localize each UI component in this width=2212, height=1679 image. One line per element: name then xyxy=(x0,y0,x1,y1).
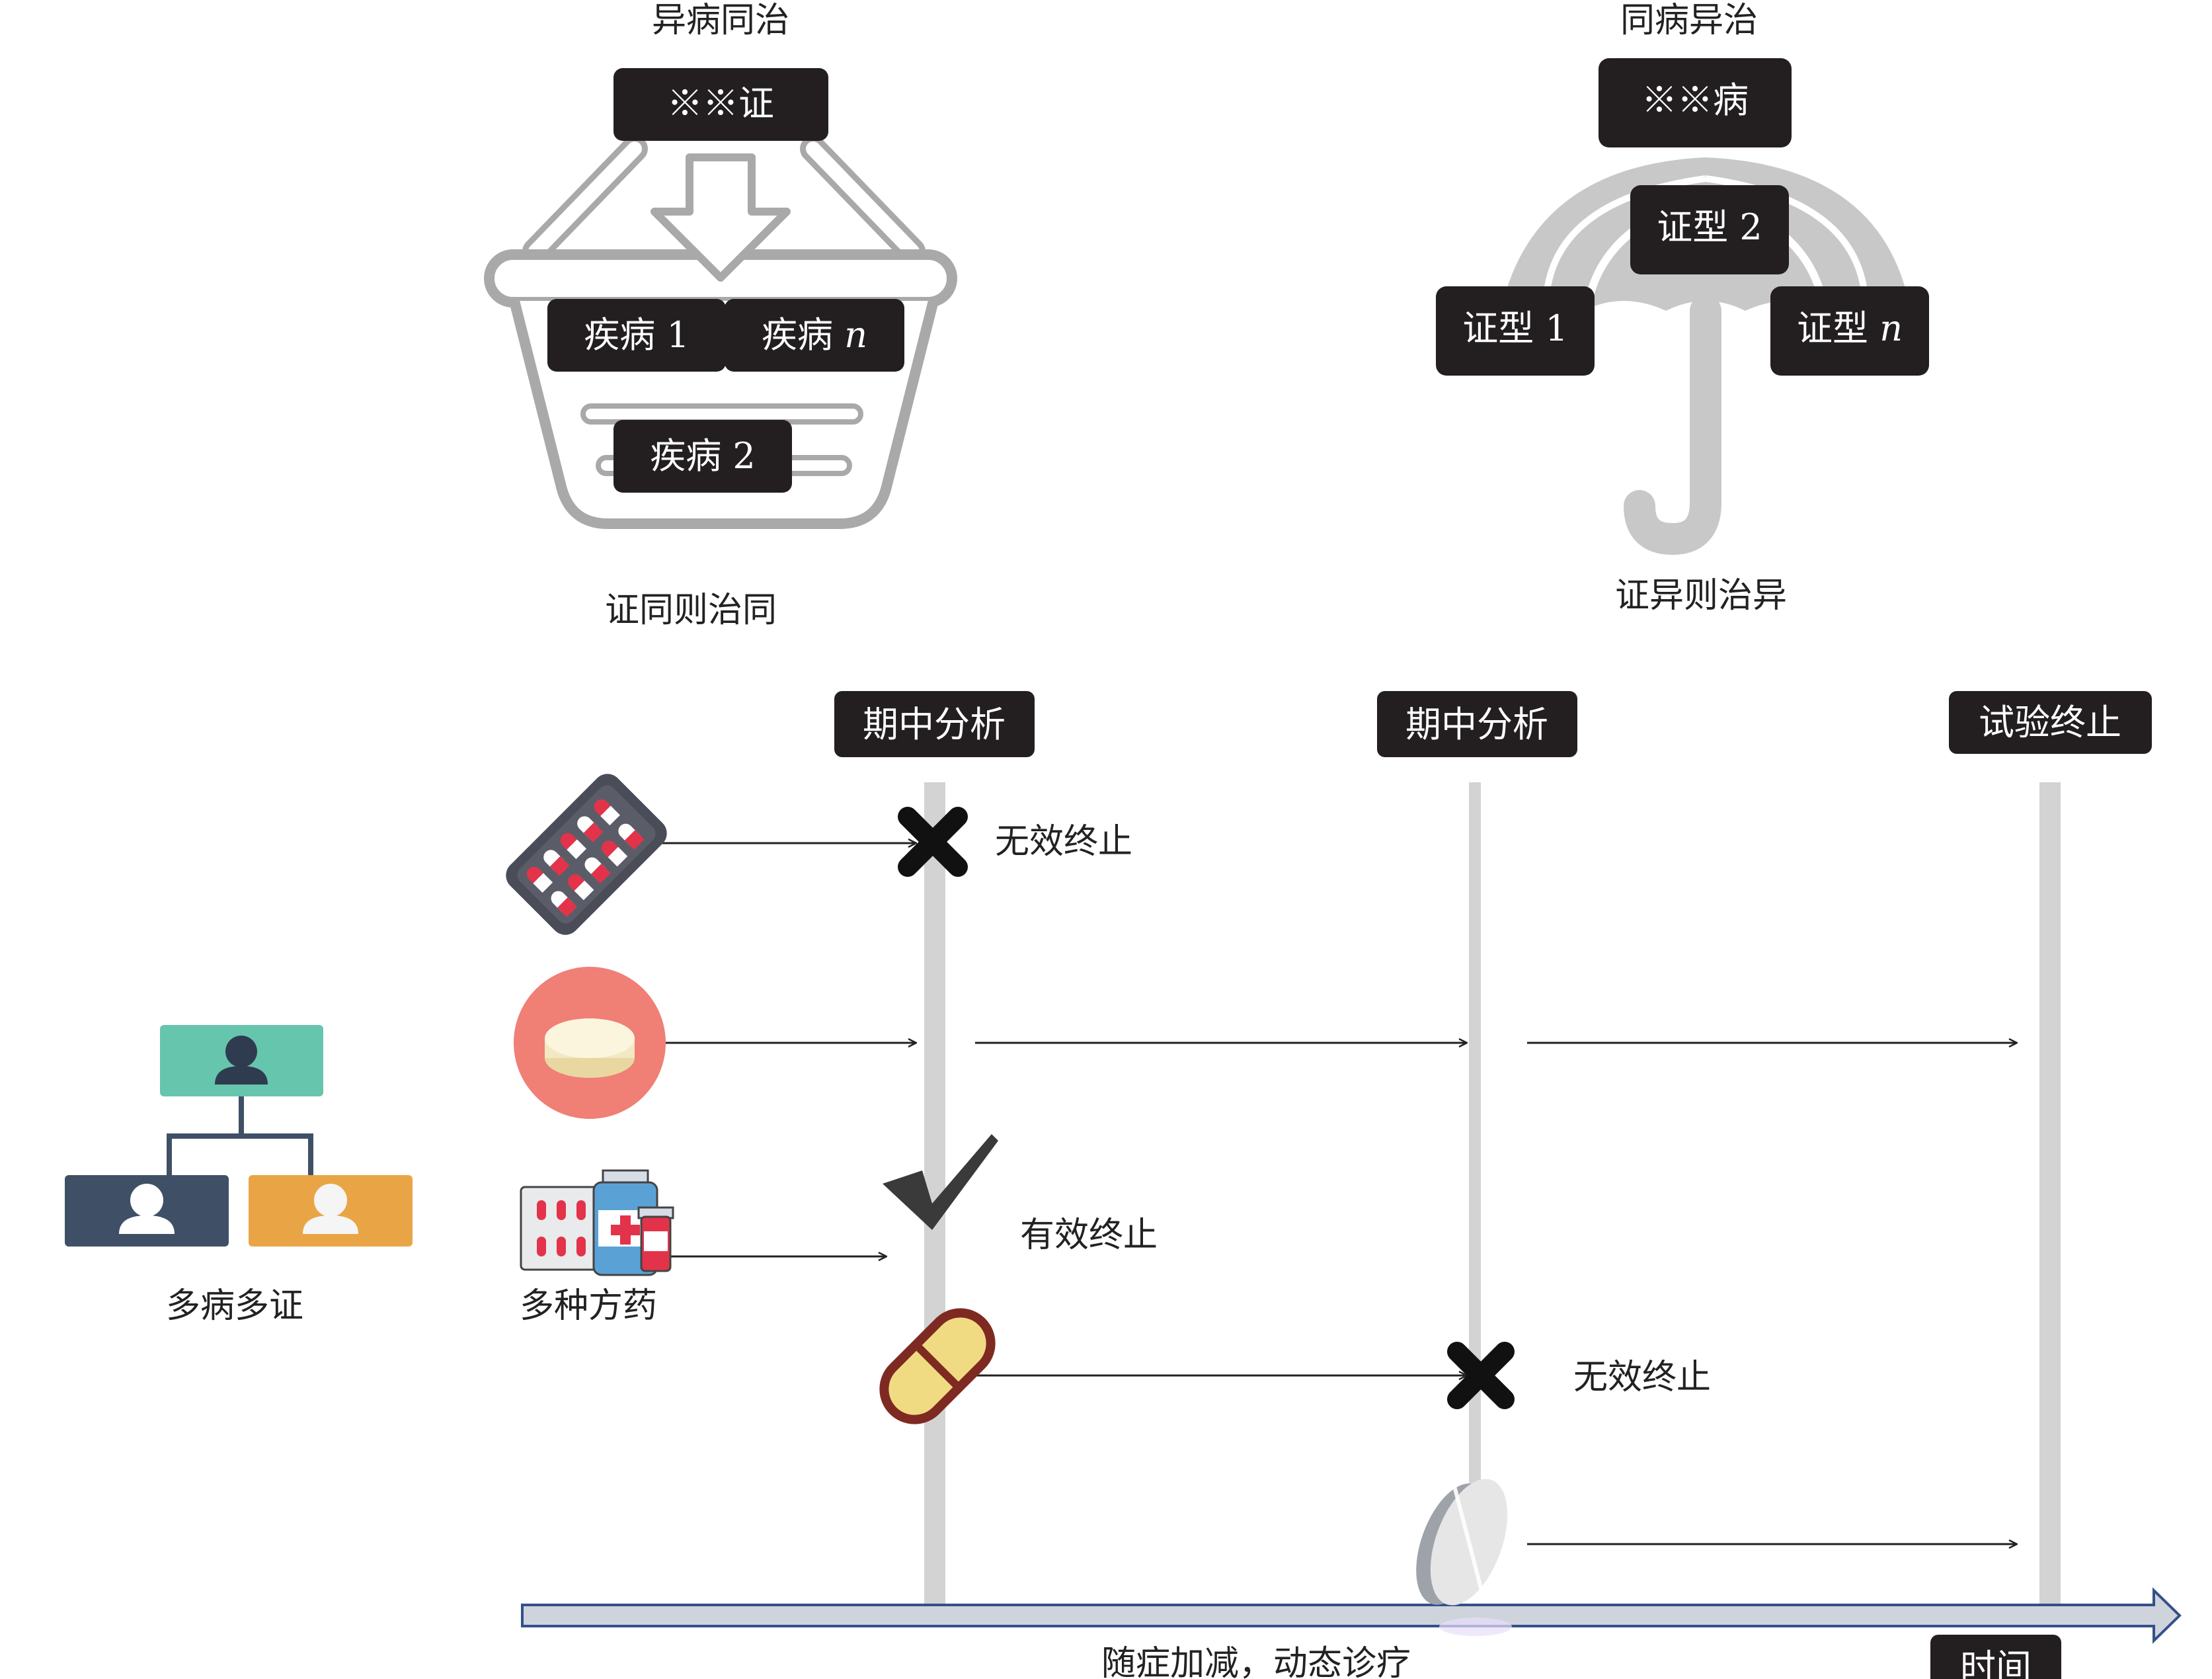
disease-label: ※※病 xyxy=(1641,79,1749,121)
down-arrow-icon xyxy=(651,153,791,282)
svg-text:证型 n: 证型 n xyxy=(1797,307,1903,349)
trial-end-label: 试验终止 xyxy=(1979,702,2121,743)
disease-1-label: 疾病 1 xyxy=(584,314,690,356)
trial-end-line xyxy=(2039,782,2061,1604)
disease-n-italic: n xyxy=(844,314,867,356)
disease-1-box: 疾病 1 xyxy=(547,299,726,372)
disease-2-box: 疾病 2 xyxy=(613,420,792,493)
type-1-label: 证型 1 xyxy=(1462,307,1568,349)
time-label: 时间 xyxy=(1960,1647,2032,1679)
caption-right: 证异则治异 xyxy=(1615,576,1787,616)
syndrome-box: ※※证 xyxy=(613,68,828,141)
svg-text:疾病 n: 疾病 n xyxy=(762,314,867,356)
disease-box: ※※病 xyxy=(1599,58,1792,147)
time-axis xyxy=(521,1587,2182,1644)
same-syndrome-panel: 异病同治 ※※证 疾病 1 xyxy=(484,1,957,630)
interim-2-label: 期中分析 xyxy=(1405,704,1548,745)
interim-1-box: 期中分析 xyxy=(834,691,1035,757)
disease-n-label: 疾病 xyxy=(762,314,844,356)
trial-end-box: 试验终止 xyxy=(1949,691,2152,754)
interim-1-label: 期中分析 xyxy=(863,704,1006,745)
cross-icon xyxy=(898,807,968,877)
disease-n-box: 疾病 n xyxy=(725,299,904,372)
type-n-box: 证型 n xyxy=(1770,286,1929,376)
same-disease-panel: 同病异治 ※※病 证型 2 证型 1 证型 n xyxy=(1436,1,1929,616)
futility-label-1: 无效终止 xyxy=(995,822,1132,862)
futility-label-2: 无效终止 xyxy=(1573,1358,1711,1397)
interim-2-box: 期中分析 xyxy=(1377,691,1577,757)
type-n-italic: n xyxy=(1879,307,1903,349)
capsule-icon xyxy=(879,1308,996,1424)
timeline: 期中分析 期中分析 试验终止 时间 随症加减，动态诊疗 xyxy=(521,691,2182,1679)
panel-title-left: 异病同治 xyxy=(652,1,789,40)
check-icon xyxy=(883,1134,998,1230)
syndrome-label: ※※证 xyxy=(667,83,774,124)
axis-caption: 随症加减，动态诊疗 xyxy=(1101,1644,1411,1679)
multi-drug-label: 多种方药 xyxy=(520,1286,657,1326)
type-2-box: 证型 2 xyxy=(1630,185,1789,274)
people-hierarchy-icon xyxy=(65,1025,413,1247)
cross-icon xyxy=(1447,1342,1515,1409)
disease-2-label: 疾病 2 xyxy=(650,435,756,477)
round-pill-icon xyxy=(1416,1479,1512,1636)
type-2-label: 证型 2 xyxy=(1657,206,1762,248)
medicines-icon xyxy=(520,1169,674,1276)
time-box: 时间 xyxy=(1930,1635,2061,1679)
caption-left: 证同则治同 xyxy=(605,591,777,630)
panel-title-right: 同病异治 xyxy=(1620,1,1758,40)
tablet-icon xyxy=(514,967,666,1119)
type-n-label: 证型 xyxy=(1797,307,1879,349)
interim-2-line xyxy=(1469,782,1481,1490)
multi-disease-label: 多病多证 xyxy=(166,1286,303,1326)
type-1-box: 证型 1 xyxy=(1436,286,1595,376)
efficacy-label: 有效终止 xyxy=(1020,1215,1158,1255)
blister-pack-icon xyxy=(506,774,667,935)
